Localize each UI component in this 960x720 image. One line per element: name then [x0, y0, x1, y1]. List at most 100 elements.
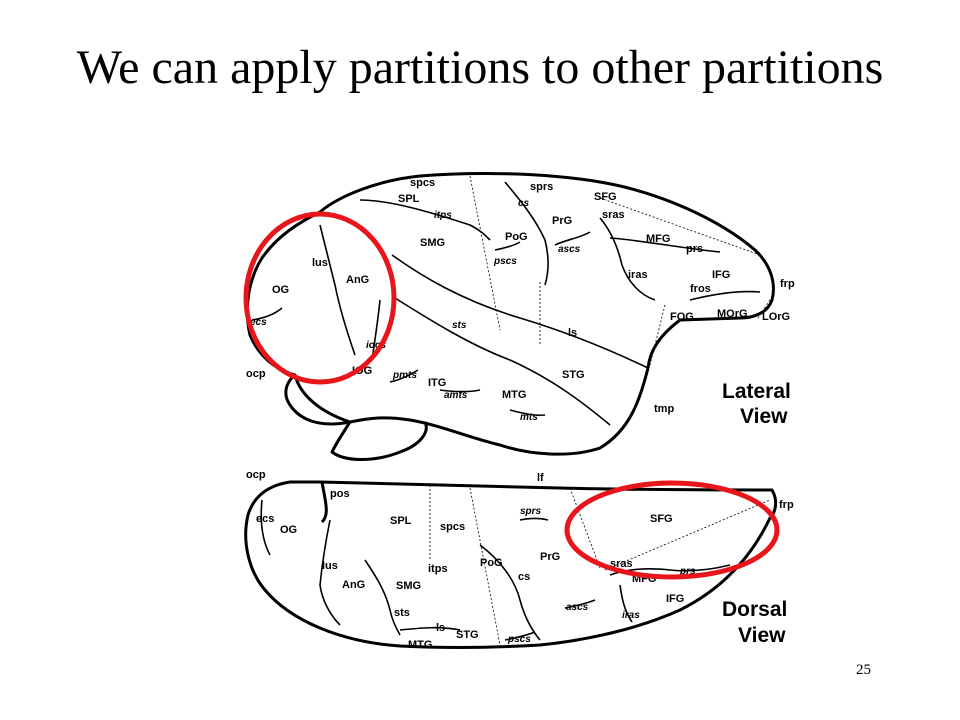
dors-label-PrG: PrG: [540, 551, 560, 563]
lat-label-IFG: IFG: [712, 269, 730, 281]
slide-title: We can apply partitions to other partiti…: [76, 41, 884, 94]
lat-label-prs: prs: [686, 243, 703, 255]
dorsal-sts-sulcus: [399, 626, 461, 631]
lateral-itps-sulcus: [359, 199, 491, 241]
lateral-view-caption-2: View: [740, 405, 788, 428]
lat-label-amts: amts: [444, 390, 468, 401]
lateral-view-caption-1: Lateral: [722, 380, 791, 403]
dors-label-lus: lus: [322, 560, 338, 572]
lat-label-fros: fros: [690, 283, 711, 295]
dorsal-view-caption-1: Dorsal: [722, 598, 787, 621]
dors-label-sras: sras: [610, 558, 633, 570]
dorsal-dotted-border-4: [604, 499, 771, 571]
lat-label-ls: ls: [568, 327, 577, 339]
highlight-ellipse-occipital: [243, 211, 397, 385]
dors-label-SPL: SPL: [390, 515, 412, 527]
dors-label-OG: OG: [280, 524, 297, 536]
lat-label-spcs: spcs: [410, 177, 435, 189]
lateral-lus-sulcus: [319, 224, 356, 356]
dors-label-ecs: ecs: [256, 513, 274, 525]
dorsal-brain-outline: [244, 480, 778, 649]
dors-label-IFG: IFG: [666, 593, 684, 605]
lat-label-SPL: SPL: [398, 193, 420, 205]
lat-label-ITG: ITG: [428, 377, 446, 389]
dorsal-view: ocp lf pos frp sprs ecs SPL spcs SFG OG …: [244, 469, 794, 651]
dors-label-pos: pos: [330, 488, 350, 500]
lat-label-AnG: AnG: [346, 274, 369, 286]
highlight-ellipse-frontal: [564, 480, 780, 580]
dors-label-sts: sts: [394, 607, 410, 619]
dors-label-ls: ls: [436, 622, 445, 634]
lat-label-ascs: ascs: [558, 244, 581, 255]
dorsal-iras-sulcus: [619, 584, 633, 623]
dors-label-SMG: SMG: [396, 580, 421, 592]
dors-label-prs: prs: [679, 566, 696, 577]
lat-label-MTG: MTG: [502, 389, 526, 401]
lateral-ascs-sulcus: [554, 231, 591, 246]
dorsal-lus-sulcus: [319, 519, 341, 626]
lat-label-iras: iras: [628, 269, 648, 281]
dorsal-view-caption-2: View: [738, 624, 786, 647]
lat-label-iocs: iocs: [366, 340, 386, 351]
lat-label-STG: STG: [562, 369, 585, 381]
dors-label-cs: cs: [518, 571, 530, 583]
lateral-sts-sulcus: [394, 297, 611, 426]
lat-label-lus: lus: [312, 257, 328, 269]
dors-label-sprs: sprs: [520, 506, 542, 517]
dors-label-iras: iras: [622, 610, 640, 621]
dorsal-ecs-sulcus: [260, 499, 271, 556]
lat-label-OG: OG: [272, 284, 289, 296]
lat-label-itps: itps: [434, 210, 452, 221]
dors-label-frp: frp: [779, 499, 794, 511]
dors-label-spcs: spcs: [440, 521, 465, 533]
lateral-cs-sulcus: [504, 181, 549, 286]
dors-label-PoG: PoG: [480, 557, 503, 569]
lateral-view: spcs sprs SFG SPL cs sras itps PrG SMG P…: [245, 172, 795, 461]
dors-label-lf: lf: [537, 472, 544, 484]
dors-label-AnG: AnG: [342, 579, 365, 591]
lat-label-MFG: MFG: [646, 233, 670, 245]
lateral-ecs-sulcus: [251, 307, 283, 321]
lateral-dotted-border-3: [599, 197, 761, 256]
lat-label-MOrG: MOrG: [717, 308, 748, 320]
lat-label-SFG: SFG: [594, 191, 617, 203]
lat-label-ocp: ocp: [246, 368, 266, 380]
lat-label-sprs: sprs: [530, 181, 553, 193]
dors-label-STG: STG: [456, 629, 479, 641]
lat-label-frp: frp: [780, 278, 795, 290]
lateral-cerebellum-outline: [293, 374, 428, 461]
lat-label-cs: cs: [518, 198, 530, 209]
lat-label-sts: sts: [452, 320, 467, 331]
lat-label-PoG: PoG: [505, 231, 528, 243]
dors-label-ocp: ocp: [246, 469, 266, 481]
dorsal-ascs-sulcus: [564, 599, 596, 609]
lateral-dotted-border-1: [469, 175, 501, 331]
lat-label-LOrG: LOrG: [762, 311, 790, 323]
lateral-pmts-sulcus: [389, 369, 419, 383]
lat-label-PrG: PrG: [552, 215, 572, 227]
dors-label-itps: itps: [428, 563, 448, 575]
dorsal-ips-sulcus: [364, 559, 401, 636]
dorsal-sprs-sulcus: [519, 517, 549, 521]
dors-label-SFG: SFG: [650, 513, 673, 525]
lateral-amts-sulcus: [439, 389, 481, 393]
dors-label-ascs: ascs: [566, 602, 589, 613]
lat-label-FOG: FOG: [670, 311, 694, 323]
lat-label-pmts: pmts: [392, 370, 417, 381]
dorsal-pscs-sulcus: [504, 631, 536, 641]
lateral-prs-sulcus: [609, 237, 721, 253]
dors-label-MTG: MTG: [408, 639, 432, 651]
lat-label-SMG: SMG: [420, 237, 445, 249]
lateral-mts-sulcus: [509, 409, 546, 417]
lat-label-pscs: pscs: [493, 256, 517, 267]
lateral-pscs-sulcus: [494, 241, 521, 251]
dorsal-cs-sulcus: [479, 544, 541, 641]
lat-label-sras: sras: [602, 209, 625, 221]
dors-label-pscs: pscs: [507, 634, 531, 645]
dorsal-dotted-border-2: [469, 487, 501, 646]
lateral-sylvian-fissure: [391, 254, 649, 369]
page-number: 25: [856, 662, 871, 678]
lat-label-tmp: tmp: [654, 403, 674, 415]
lat-label-mts: mts: [520, 412, 538, 423]
